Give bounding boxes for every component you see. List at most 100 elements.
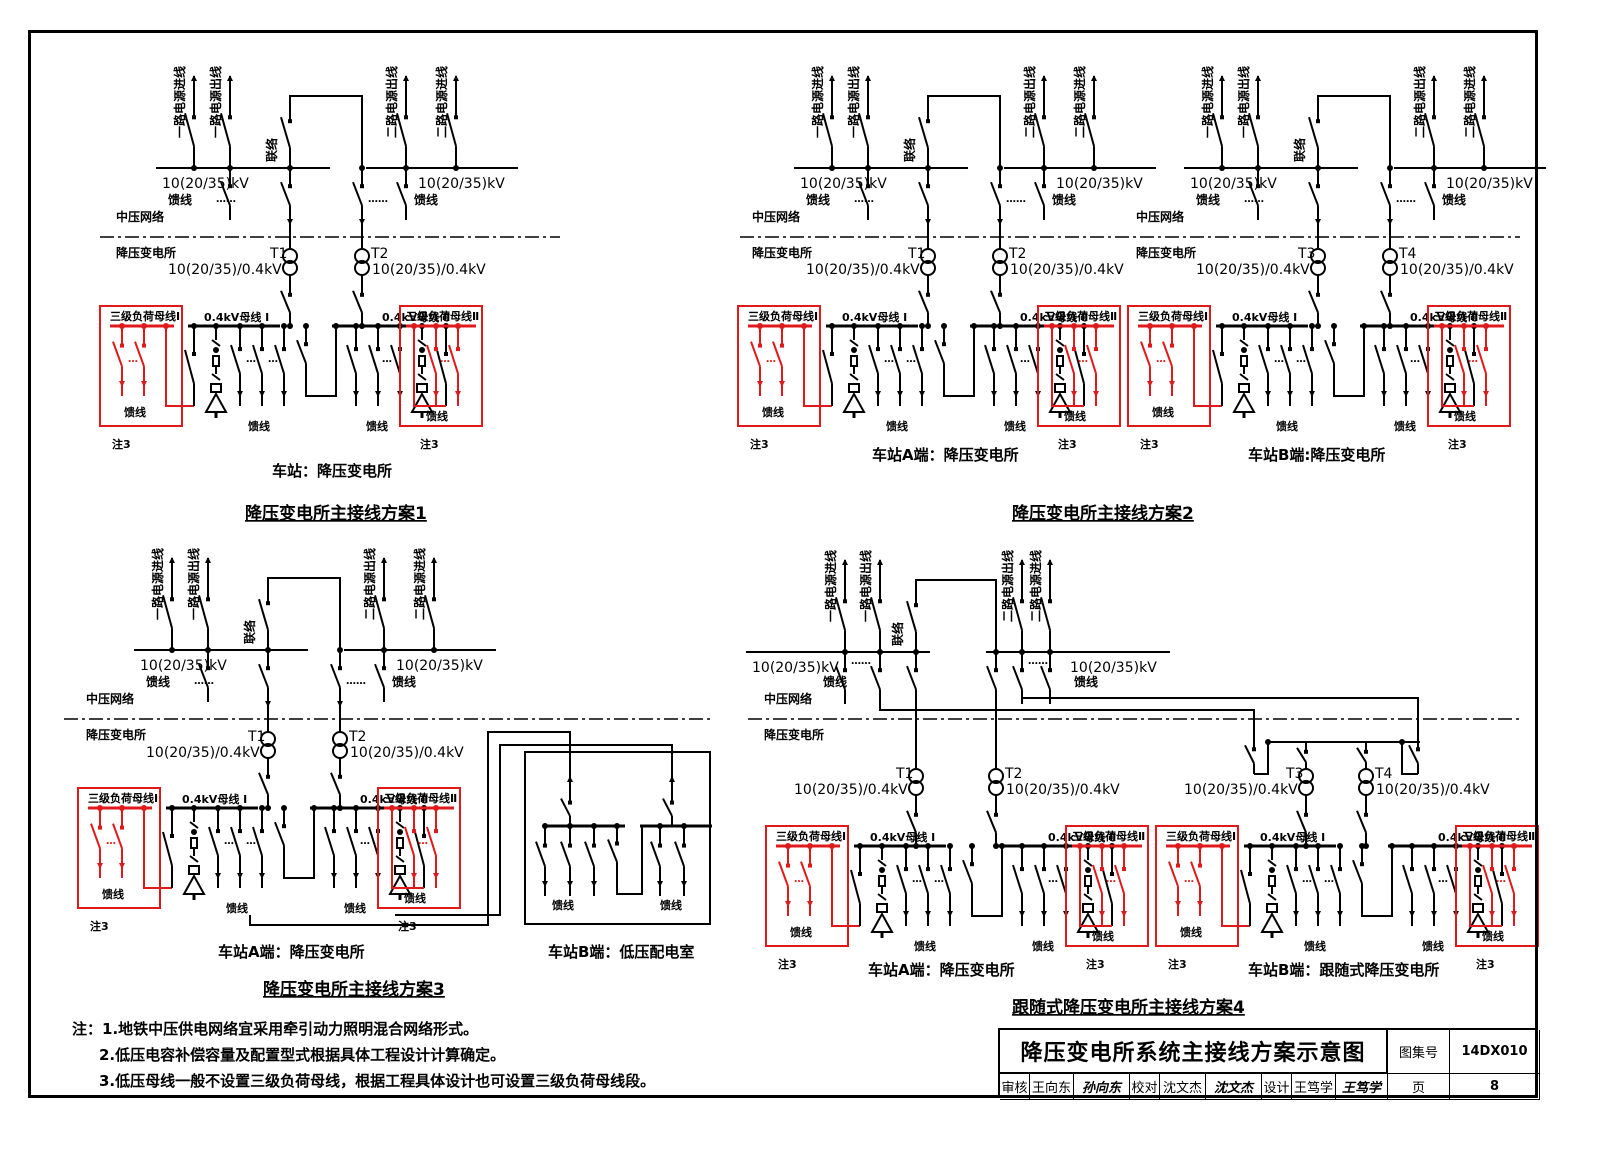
switch-icon	[1012, 846, 1024, 912]
switch-blade	[560, 841, 571, 867]
switch-blade	[778, 861, 789, 887]
junction-dot	[1389, 843, 1395, 849]
switch-contact	[98, 825, 102, 830]
lv-section: 三级负荷母线Ⅰ…馈线0.4kV母线 Ⅰ……馈线0.4kV母线 Ⅱ…馈线三级负荷母…	[765, 798, 1149, 971]
arrow-up-icon	[1047, 559, 1053, 565]
switch-contact	[1220, 115, 1224, 120]
third-level-link	[831, 846, 860, 927]
transformer-icon	[988, 768, 1004, 796]
wire	[1267, 893, 1277, 901]
tie-label: 联络	[242, 620, 257, 644]
lv-bus-label: 0.4kV母线 Ⅰ	[1260, 830, 1325, 844]
dots: ……	[346, 676, 366, 687]
switch-blade	[1408, 744, 1419, 764]
feeder-branch	[650, 823, 663, 896]
switch-contact	[1304, 749, 1308, 754]
switch-contact	[282, 824, 286, 829]
switch-contact	[876, 347, 880, 352]
switch-contact	[120, 825, 124, 830]
switch-contact	[444, 352, 448, 356]
transformer-label: T1	[907, 246, 925, 262]
reactor-icon	[1266, 903, 1278, 913]
switch-blade	[90, 823, 101, 849]
note-ref: 注3	[1086, 957, 1105, 971]
arrow-down-icon	[359, 219, 365, 225]
third-level-load-bus: 三级负荷母线Ⅰ…馈线	[765, 825, 849, 947]
switch-blade	[1064, 344, 1075, 374]
switch-icon	[90, 808, 102, 864]
feeder-branch	[912, 323, 925, 406]
switch-icon	[112, 326, 124, 382]
third-level-box	[1065, 825, 1149, 947]
switch-icon	[1248, 168, 1260, 220]
switch-contact	[926, 867, 930, 872]
arrow-down-icon	[1381, 391, 1387, 397]
dots: ……	[854, 194, 874, 205]
switch-contact	[360, 184, 364, 189]
switch-contact	[266, 666, 270, 671]
feeder-branch	[1424, 843, 1437, 926]
arrow-down-icon	[1287, 391, 1293, 397]
feeder-branch	[346, 323, 359, 406]
tie-label: 联络	[902, 138, 917, 162]
switch-icon	[1258, 326, 1270, 392]
arrow-down-icon	[542, 881, 548, 887]
switch-contact	[1100, 867, 1104, 872]
switch-contact	[843, 599, 847, 604]
feeder-label: 馈线	[790, 925, 812, 939]
feeder-label: 馈线	[1276, 419, 1298, 433]
switch-blade	[1248, 181, 1259, 206]
switch-icon	[220, 90, 232, 168]
switch-icon	[858, 90, 870, 168]
arrow-up-icon	[227, 75, 233, 81]
station-label: 车站A端：降压变电所	[872, 446, 1019, 464]
lv-bus-label: 0.4kV母线 Ⅰ	[204, 310, 269, 324]
fuse-dot	[397, 829, 403, 835]
dots: …	[106, 836, 116, 847]
dots: …	[360, 836, 370, 847]
fuse-icon	[1268, 875, 1276, 887]
arrow-down-icon	[331, 873, 337, 879]
switch-blade	[414, 831, 425, 866]
switch-blade	[662, 798, 673, 817]
switch-blade	[1308, 181, 1319, 206]
dots: …	[1438, 874, 1448, 885]
switch-blade	[1464, 349, 1475, 384]
feeder-label: 馈线	[886, 419, 908, 433]
switch-icon	[352, 168, 364, 220]
switch-blade	[1040, 597, 1051, 631]
dots: …	[1274, 354, 1284, 365]
incoming-line-label: 一路电源出线	[208, 66, 223, 138]
station-label: 车站B端:降压变电所	[1248, 446, 1385, 464]
switch-contact	[926, 119, 930, 124]
switch-icon	[280, 278, 292, 326]
lv-section: 三级负荷母线Ⅰ…馈线0.4kV母线 Ⅰ……馈线0.4kV母线 Ⅱ…馈线三级负荷母…	[737, 278, 1121, 451]
arrow-down-icon	[97, 863, 103, 869]
mv-network-label: 中压网络	[764, 691, 812, 706]
wire	[211, 373, 221, 381]
switch-blade	[650, 841, 661, 867]
switch-icon	[258, 760, 270, 808]
arrow-down-icon	[1019, 911, 1025, 917]
switch-icon	[1040, 574, 1052, 652]
switch-contact	[994, 812, 998, 817]
switch-contact	[434, 829, 438, 834]
dots: …	[794, 874, 804, 885]
supply-cable	[395, 744, 673, 916]
dots: …	[440, 354, 450, 365]
switch-icon	[448, 326, 460, 392]
drawing-title: 降压变电所系统主接线方案示意图	[1000, 1030, 1388, 1074]
switch-contact	[1332, 342, 1336, 347]
switch-icon	[772, 326, 784, 382]
switch-blade	[1083, 859, 1093, 867]
switch-icon	[1012, 652, 1024, 704]
switch-contact	[1316, 119, 1320, 124]
incoming-line-label: 一路电源进线	[1200, 66, 1215, 138]
switch-blade	[162, 831, 173, 866]
feeder-label: 馈线	[1304, 939, 1326, 953]
switch-blade	[1492, 869, 1503, 904]
feeder-label: 馈线	[1442, 192, 1466, 207]
third-level-load-bus: 三级负荷母线Ⅰ…馈线	[1127, 305, 1211, 427]
